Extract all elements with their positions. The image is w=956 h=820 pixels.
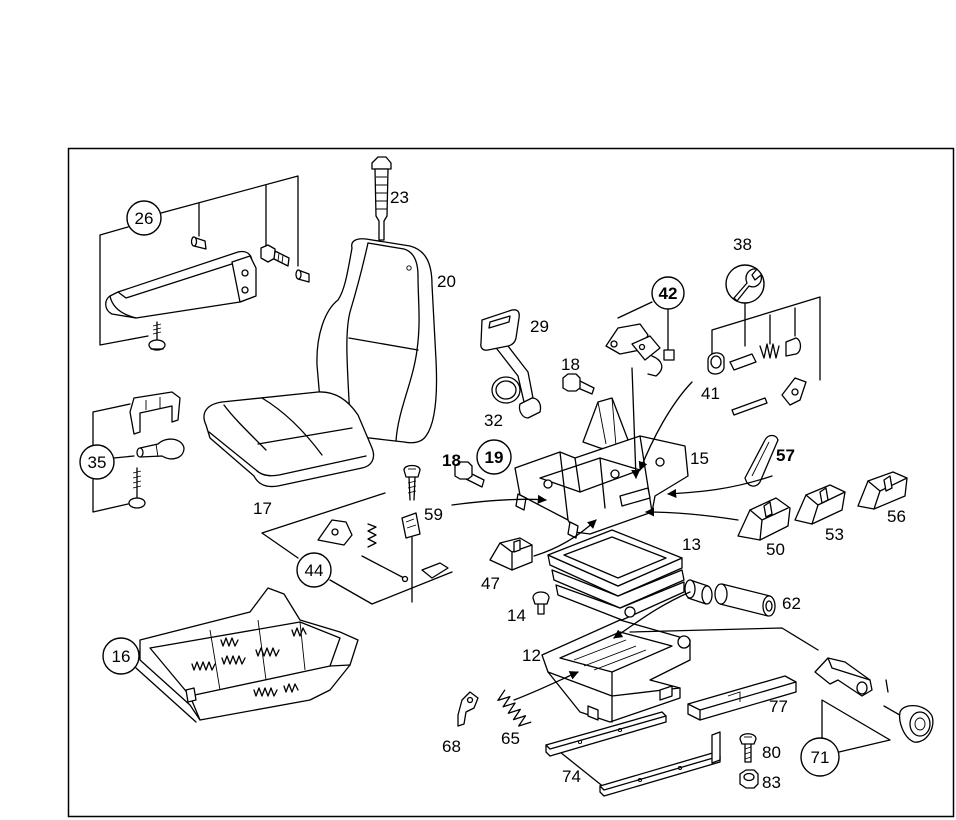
- assembly-arrows: [451, 367, 773, 701]
- callout-label-65: 65: [501, 729, 520, 748]
- callout-label-59: 59: [424, 505, 443, 524]
- callout-label-62: 62: [782, 594, 801, 613]
- callout-label-16: 16: [112, 647, 131, 666]
- callout-circle-16: [102, 637, 140, 675]
- part-44-lever-mechanism-group: [261, 492, 453, 605]
- callout-label-18-lower: 18: [442, 451, 461, 470]
- part-13-bellows: [547, 529, 685, 621]
- callout-label-53: 53: [825, 525, 844, 544]
- part-26-armrest-group: [99, 175, 310, 351]
- callout-label-57: 57: [776, 446, 795, 465]
- part-56-trim-cover: [857, 471, 908, 510]
- callout-label-41: 41: [701, 384, 720, 403]
- part-42-bracket-group: [605, 301, 675, 377]
- part-59-screw: [403, 464, 421, 501]
- callout-label-38: 38: [733, 235, 752, 254]
- part-32-ring: [491, 376, 521, 404]
- callout-label-14: 14: [507, 606, 526, 625]
- callout-label-32: 32: [484, 411, 503, 430]
- callout-label-29: 29: [530, 317, 549, 336]
- callout-label-56: 56: [887, 507, 906, 526]
- callout-circle-26: [126, 200, 162, 236]
- callout-label-42: 42: [659, 284, 678, 303]
- part-12-lower-frame: [541, 606, 691, 723]
- part-68-lever: [457, 691, 479, 727]
- callout-label-20: 20: [437, 272, 456, 291]
- part-16-seat-pan: [135, 587, 359, 723]
- callout-label-68: 68: [442, 737, 461, 756]
- callout-circle-42: [651, 276, 685, 310]
- part-62-damper: [684, 579, 776, 617]
- part-29-belt-buckle: [480, 309, 542, 419]
- part-47-bracket-block: [489, 537, 533, 571]
- callout-label-74: 74: [562, 767, 581, 786]
- callout-circle-35: [79, 444, 115, 480]
- part-65-spring: [497, 689, 532, 727]
- callout-label-44: 44: [305, 561, 324, 580]
- part-17-seat-cushion: [203, 391, 375, 488]
- callout-label-19: 19: [485, 448, 504, 467]
- callout-label-50: 50: [766, 540, 785, 559]
- diagram-frame: [67, 147, 955, 818]
- part-38-41-hardware-set: [707, 296, 821, 416]
- part-80-screw: [739, 733, 757, 763]
- part-18-bolt-lower: [454, 461, 485, 488]
- callout-label-83: 83: [762, 773, 781, 792]
- callout-label-23: 23: [390, 188, 409, 207]
- callout-label-47: 47: [481, 574, 500, 593]
- part-15-seat-base-frame: [514, 397, 689, 539]
- callout-label-80: 80: [762, 743, 781, 762]
- part-57-cover: [744, 434, 779, 487]
- callout-label-18-upper: 18: [561, 355, 580, 374]
- part-20-backrest: [316, 238, 438, 444]
- wrench-icon: [725, 264, 765, 304]
- part-50-trim-cover: [737, 497, 791, 541]
- part-35-release-handle-group: [92, 391, 185, 513]
- callout-label-35: 35: [88, 453, 107, 472]
- part-83-nut: [739, 769, 759, 789]
- part-74-seat-rails: [545, 711, 721, 797]
- callout-label-13: 13: [682, 535, 701, 554]
- callout-label-71: 71: [811, 748, 830, 767]
- part-77-strip: [687, 675, 797, 721]
- part-53-trim-cover: [794, 484, 846, 525]
- part-71-adjuster-group: [629, 627, 934, 753]
- callout-label-12: 12: [522, 646, 541, 665]
- callout-label-26: 26: [135, 209, 154, 228]
- callout-label-77: 77: [769, 697, 788, 716]
- part-23-head-bolt: [371, 156, 392, 241]
- part-14-bolt: [532, 591, 550, 615]
- callout-label-17: 17: [253, 499, 272, 518]
- callout-circle-71: [800, 737, 840, 777]
- callout-circle-44: [296, 552, 332, 588]
- callout-circle-19: [476, 439, 512, 475]
- callout-label-15: 15: [690, 449, 709, 468]
- part-18-bolt-upper: [562, 373, 595, 395]
